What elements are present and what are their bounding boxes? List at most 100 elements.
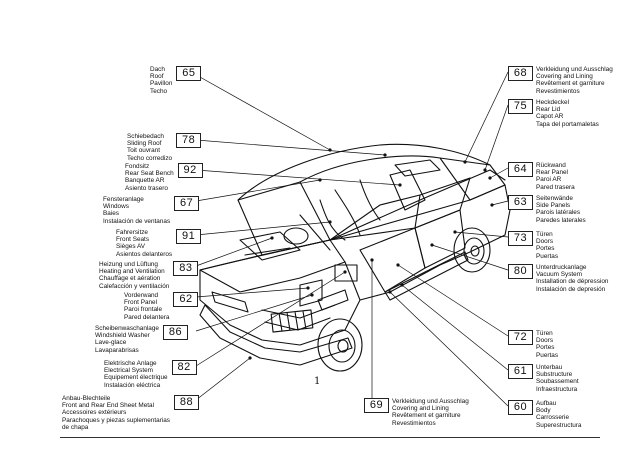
body-side: [199, 184, 511, 301]
callout-labels: Seitenwände Side Panels Parois latérales…: [536, 195, 586, 224]
rear-seat: [389, 169, 426, 211]
callout-labels: Rückwand Rear Panel Paroi AR Pared trase…: [536, 162, 575, 191]
callout-labels: Schiebedach Sliding Roof Toit ouvrant Te…: [127, 133, 173, 162]
callout-windshield-washer: Scheibenwaschanlage Windshield Washer La…: [95, 325, 188, 354]
part-number-box: 65: [176, 66, 202, 81]
callout-rear-seat: Fondsitz Rear Seat Bench Banquette AR As…: [125, 163, 203, 192]
callout-doors-lower: 72 Türen Doors Portes Puertas: [508, 330, 558, 359]
leader-67: [195, 179, 321, 202]
part-number-box: 72: [508, 330, 533, 345]
part-number-box: 86: [162, 325, 188, 340]
callout-labels: Heckdeckel Rear Lid Capot AR Tapa del po…: [536, 99, 599, 128]
part-number-box: 69: [364, 398, 389, 413]
part-number-box: 60: [508, 400, 533, 415]
leader-88: [195, 357, 251, 401]
leader-68: [464, 71, 509, 163]
trunk-lid: [439, 157, 506, 201]
callout-labels: Heizung und Lüftung Heating and Ventilat…: [99, 261, 170, 290]
callout-front-panel: Vorderwand Front Panel Paroi frontale Pa…: [124, 292, 199, 321]
leader-75: [484, 104, 509, 171]
callout-labels: Unterdruckanlage Vacuum System Installat…: [536, 264, 609, 293]
left-headlight: [211, 291, 249, 313]
callout-covering-lining-top: 68 Verkleidung und Ausschlag Covering an…: [508, 66, 613, 95]
part-number-box: 64: [508, 162, 533, 177]
callout-labels: Türen Doors Portes Puertas: [536, 231, 559, 260]
callout-rear-panel: 64 Rückwand Rear Panel Paroi AR Pared tr…: [508, 162, 575, 191]
leader-60: [389, 291, 509, 407]
callout-labels: Dach Roof Pavillon Techo: [150, 66, 173, 95]
right-headlight: [317, 289, 349, 311]
callout-labels: Fensteranlage Windows Baies Instalación …: [103, 196, 171, 225]
callout-covering-lining-bottom: 69 Verkleidung und Ausschlag Covering an…: [364, 398, 469, 427]
figure-number: 1: [314, 376, 321, 387]
leader-82: [195, 271, 346, 367]
part-number-box: 63: [508, 195, 533, 210]
part-number-box: 92: [177, 163, 203, 178]
part-number-box: 68: [508, 66, 533, 81]
callout-electrical-system: Elektrische Anlage Electrical System Equ…: [104, 360, 197, 389]
part-number-box: 80: [508, 264, 533, 279]
front-grille-area: [199, 261, 361, 346]
callout-side-panels: 63 Seitenwände Side Panels Parois latéra…: [508, 195, 586, 224]
leader-72: [397, 264, 509, 337]
leader-92: [195, 169, 401, 186]
front-wheel: [317, 318, 363, 372]
callout-labels: Verkleidung und Ausschlag Covering and L…: [536, 66, 613, 95]
grille: [270, 309, 314, 333]
callout-roof: Dach Roof Pavillon Techo 65: [150, 66, 202, 95]
rocker-panel: [384, 251, 469, 301]
leader-73: [454, 231, 509, 238]
leader-64: [489, 167, 509, 179]
steering-wheel: [283, 227, 309, 245]
part-number-box: 78: [176, 133, 202, 148]
leader-63: [491, 200, 509, 206]
callout-substructure: 61 Unterbau Substructure Soubassement In…: [508, 364, 579, 393]
callout-doors-upper: 73 Türen Doors Portes Puertas: [508, 231, 558, 260]
callout-labels: Fahrersitze Front Seats Sièges AV Asient…: [116, 229, 173, 258]
part-number-box: 73: [508, 231, 533, 246]
roof-outline: [237, 143, 491, 201]
hood: [199, 239, 346, 293]
callout-heating-ventilation: Heizung und Lüftung Heating and Ventilat…: [99, 261, 199, 290]
callout-labels: Aufbau Body Carrosserie Superestructura: [536, 400, 582, 429]
callout-windows: Fensteranlage Windows Baies Instalación …: [103, 196, 200, 225]
callout-labels: Unterbau Substructure Soubassement Infra…: [536, 364, 579, 393]
callout-vacuum-system: 80 Unterdruckanlage Vacuum System Instal…: [508, 264, 608, 293]
callout-labels: Fondsitz Rear Seat Bench Banquette AR As…: [125, 163, 174, 192]
callout-front-seats: Fahrersitze Front Seats Sièges AV Asient…: [116, 229, 202, 258]
front-door: [359, 227, 426, 293]
callout-labels: Verkleidung und Ausschlag Covering and L…: [392, 398, 469, 427]
sliding-roof: [394, 159, 441, 177]
windshield: [237, 181, 331, 256]
callout-sheet-metal: Anbau-Blechteile Front and Rear End Shee…: [62, 395, 199, 431]
leader-83: [195, 237, 273, 267]
part-number-box: 75: [508, 99, 533, 114]
battery: [334, 264, 358, 282]
bottom-rule: [60, 437, 600, 438]
part-number-box: 82: [171, 360, 197, 375]
callout-labels: Elektrische Anlage Electrical System Equ…: [104, 360, 168, 389]
leader-78: [195, 139, 386, 156]
rear-door: [414, 209, 466, 269]
callout-labels: Anbau-Blechteile Front and Rear End Shee…: [62, 395, 170, 431]
callout-sliding-roof: Schiebedach Sliding Roof Toit ouvrant Te…: [127, 133, 202, 162]
part-number-box: 67: [174, 196, 200, 211]
part-number-box: 83: [173, 261, 199, 276]
leader-86: [195, 294, 313, 332]
leader-91: [195, 221, 331, 236]
part-number-box: 88: [174, 395, 199, 410]
leader-61: [401, 284, 509, 371]
rear-wheel: [453, 227, 491, 273]
part-number-box: 61: [508, 364, 533, 379]
callout-rear-lid: 75 Heckdeckel Rear Lid Capot AR Tapa del…: [508, 99, 599, 128]
callout-body: 60 Aufbau Body Carrosserie Superestructu…: [508, 400, 581, 429]
callout-labels: Scheibenwaschanlage Windshield Washer La…: [95, 325, 159, 354]
leader-65: [190, 71, 331, 151]
callout-labels: Türen Doors Portes Puertas: [536, 330, 559, 359]
leader-62: [195, 287, 309, 298]
callout-labels: Vorderwand Front Panel Paroi frontale Pa…: [124, 292, 170, 321]
part-number-box: 62: [173, 292, 199, 307]
front-bumper: [199, 304, 353, 366]
